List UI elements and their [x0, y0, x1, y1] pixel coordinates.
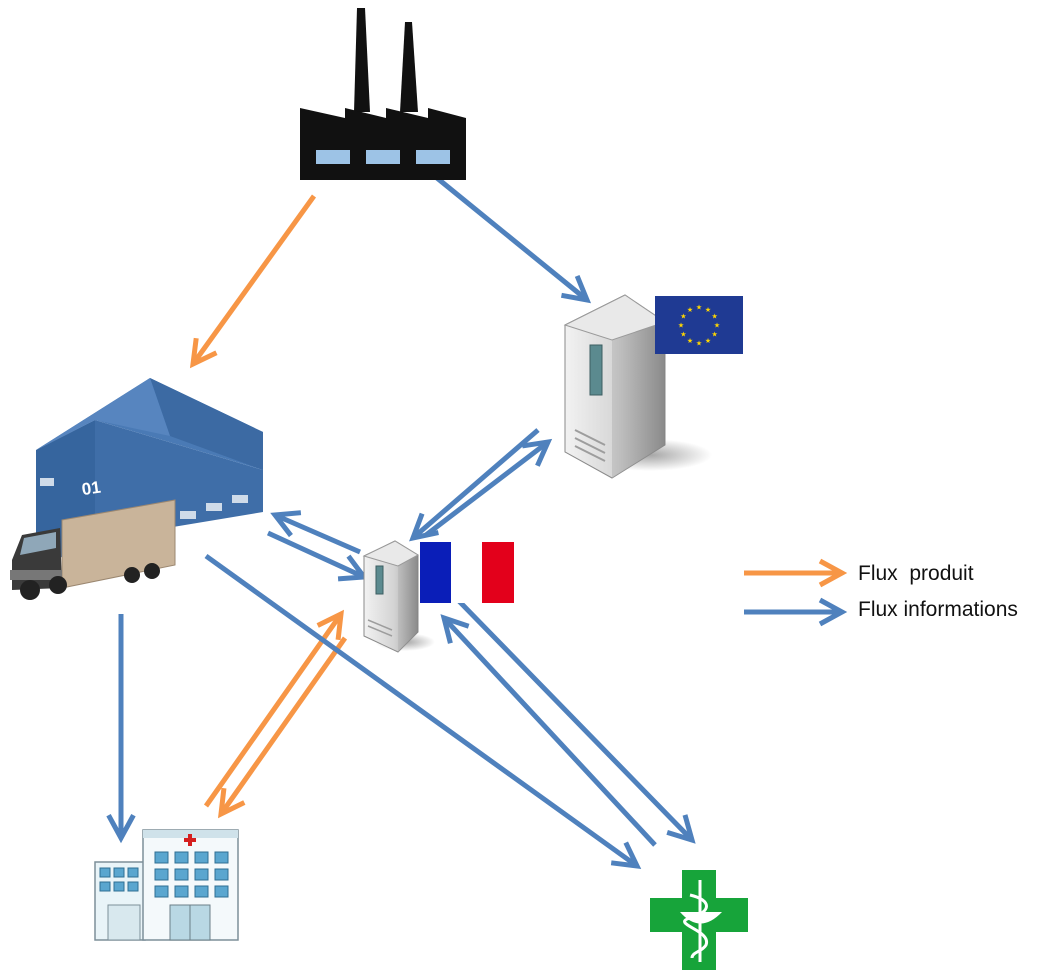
- legend-product-label: Flux produit: [858, 562, 974, 585]
- hospital-window: [194, 885, 209, 898]
- factory-icon: [300, 8, 466, 180]
- arrow-head: [189, 337, 218, 369]
- factory-window: [316, 150, 350, 164]
- flag-stripe-white: [451, 542, 482, 603]
- eu-star: ★: [680, 313, 686, 321]
- eu-star: ★: [687, 306, 693, 314]
- info-flow-arrow-fr-server-to-pharmacy: [106, 614, 136, 844]
- hospital-window: [194, 868, 209, 881]
- hospital-window: [174, 885, 189, 898]
- hospital-window: [214, 868, 229, 881]
- arrow-head: [270, 510, 302, 538]
- eu-star: ★: [705, 337, 711, 345]
- arrow-head: [521, 438, 553, 467]
- hospital-window: [113, 881, 125, 892]
- legend-info: Flux informations: [744, 597, 1018, 627]
- caduceus-cup: [680, 912, 722, 924]
- eu-star: ★: [696, 304, 702, 312]
- info-flow-arrow-hospital-to-fr-server: [454, 596, 696, 844]
- hospital-window: [154, 868, 169, 881]
- hospital-window: [127, 881, 139, 892]
- hospital-window: [127, 867, 139, 878]
- arrow-head: [106, 813, 136, 844]
- eu-star: ★: [678, 322, 684, 330]
- eu-flag-stars: ★★★★★★★★★★★★: [678, 304, 720, 348]
- product-flow-arrow-warehouse-to-hospital: [217, 636, 348, 819]
- factory-chimney: [400, 22, 418, 112]
- arrow-head: [217, 787, 246, 819]
- arrow-head: [666, 814, 696, 844]
- hospital-window: [99, 867, 111, 878]
- hospital-window: [174, 868, 189, 881]
- eu-star: ★: [687, 337, 693, 345]
- fr-server: [362, 540, 435, 653]
- info-flow-arrow-pharmacy-to-fr-server: [204, 553, 642, 870]
- info-flow-arrow-fr-server-to-eu-server: [424, 438, 553, 537]
- product-flow-arrow-factory-to-warehouse: [189, 194, 317, 369]
- factory-body: [300, 108, 466, 180]
- hospital-window: [214, 885, 229, 898]
- arrow-head: [560, 274, 592, 304]
- truck-windshield: [20, 532, 56, 555]
- warehouse-roof-face: [150, 378, 263, 470]
- factory-window: [416, 150, 450, 164]
- arrow-head: [440, 614, 470, 644]
- arrow-head: [316, 609, 344, 641]
- hospital-window: [214, 851, 229, 864]
- eu-star: ★: [705, 306, 711, 314]
- arrow-head: [610, 841, 642, 870]
- flag-stripe-blue: [420, 542, 451, 603]
- eu-server: [563, 294, 712, 479]
- truck-wheel: [49, 576, 67, 594]
- product-flow-arrow-warehouse-to-pharmacy: [203, 609, 344, 808]
- server-side-panel: [612, 322, 665, 478]
- factory-chimney: [354, 8, 370, 112]
- warehouse-door-label: 01: [81, 478, 102, 499]
- hospital-window: [194, 851, 209, 864]
- hospital-window: [113, 867, 125, 878]
- eu-star: ★: [680, 331, 686, 339]
- hospital-window: [154, 851, 169, 864]
- info-flow-arrow-fr-server-to-warehouse: [270, 510, 361, 555]
- eu-star: ★: [714, 322, 720, 330]
- legend-info-label: Flux informations: [858, 598, 1018, 621]
- eu-star: ★: [711, 331, 717, 339]
- truck-wheel: [124, 567, 140, 583]
- truck-icon: [10, 499, 176, 600]
- info-flow-arrow-warehouse-to-fr-server: [266, 530, 369, 582]
- eu-star: ★: [711, 313, 717, 321]
- hospital-windows: [99, 851, 229, 898]
- truck-wheel: [20, 580, 40, 600]
- server-screen: [589, 344, 603, 396]
- legend: Flux produit Flux informations: [744, 558, 1018, 627]
- flag-stripe-red: [482, 542, 514, 603]
- info-flow-arrow-eu-server-to-fr-server: [409, 428, 540, 542]
- hospital-window: [174, 851, 189, 864]
- info-flow-arrow-fr-server-to-hospital: [440, 614, 657, 847]
- truck-wheel: [144, 563, 160, 579]
- server-screen: [375, 565, 384, 595]
- hospital-window: [154, 885, 169, 898]
- pharmacy-cross-icon: [650, 870, 748, 970]
- legend-product: Flux produit: [744, 558, 974, 588]
- server-side-panel: [398, 555, 418, 652]
- french-flag-icon: [420, 542, 514, 603]
- eu-star: ★: [696, 340, 702, 348]
- eu-flag-icon: ★★★★★★★★★★★★: [655, 296, 743, 354]
- warehouse-roof-front: [36, 378, 170, 450]
- flow-arrows: [106, 176, 696, 870]
- server-top: [362, 540, 419, 567]
- caduceus-snake: [683, 893, 708, 959]
- hospital-icon: [94, 829, 239, 941]
- factory-window: [366, 150, 400, 164]
- hospital-window: [99, 881, 111, 892]
- info-flow-arrow-factory-to-eu-server: [435, 176, 592, 304]
